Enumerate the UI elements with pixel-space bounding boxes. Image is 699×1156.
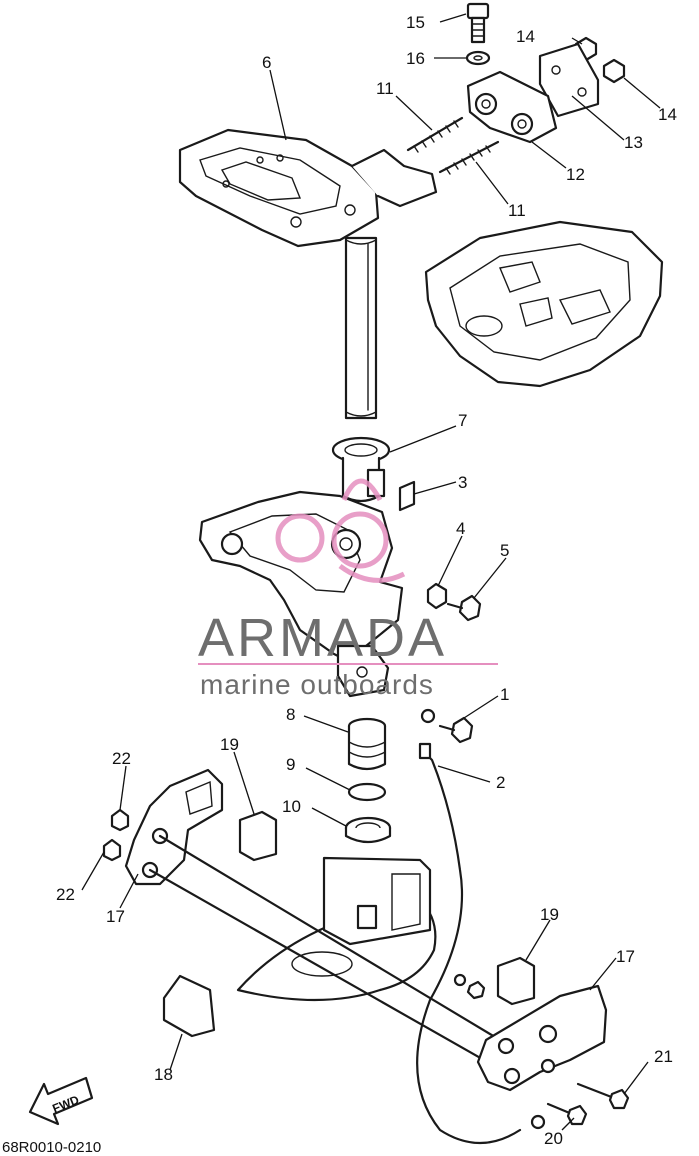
watermark-brand: ARMADA — [198, 608, 447, 668]
armada-watermark: ARMADA marine outboards — [198, 478, 498, 700]
callout-8: 8 — [286, 705, 295, 724]
callout-17: 17 — [106, 907, 125, 926]
callout-2: 2 — [496, 773, 505, 792]
callout-4: 4 — [456, 519, 465, 538]
part-19-pad-a — [238, 810, 278, 862]
part-6-steering-arm — [178, 128, 438, 420]
callout-17: 17 — [616, 947, 635, 966]
part-4-nut — [426, 582, 448, 610]
callout-7: 7 — [458, 411, 467, 430]
callout-22: 22 — [112, 749, 131, 768]
lower-terminal — [453, 973, 486, 1000]
callout-21: 21 — [654, 1047, 673, 1066]
part-15-bolt — [466, 2, 490, 44]
callout-11: 11 — [376, 79, 394, 98]
callout-19: 19 — [220, 735, 239, 754]
part-14-nut-b — [602, 58, 626, 84]
part-18-pad — [162, 974, 216, 1038]
fwd-arrow-icon: FWD — [28, 1076, 94, 1126]
part-21-bolt — [576, 1082, 630, 1110]
part-1-bolt — [420, 708, 474, 744]
part-11-stud-b — [438, 140, 500, 175]
part-17-rods — [148, 834, 514, 1078]
part-9-oring — [347, 782, 387, 802]
diagram-code: 68R0010-0210 — [2, 1139, 101, 1156]
part-22-nut-b — [102, 838, 122, 862]
callout-13: 13 — [624, 133, 643, 152]
part-3-plate — [398, 480, 416, 512]
leader-lines — [81, 13, 661, 1131]
part-7-bushing — [331, 436, 391, 503]
part-11-stud-a — [406, 116, 464, 153]
callout-labels: 15 16 14 14 6 11 13 12 11 7 3 4 5 1 8 2 … — [56, 13, 677, 1148]
callout-3: 3 — [458, 473, 467, 492]
part-12-clamp — [466, 70, 558, 144]
armada-logo-icon — [275, 478, 406, 583]
callout-12: 12 — [566, 165, 585, 184]
part-8-mount — [347, 717, 387, 771]
part-16-washer — [465, 50, 491, 66]
part-10-seal — [344, 816, 392, 844]
callout-20: 20 — [544, 1129, 563, 1148]
callout-18: 18 — [154, 1065, 173, 1084]
part-5-bolt — [446, 594, 482, 622]
callout-10: 10 — [282, 797, 301, 816]
callout-22: 22 — [56, 885, 75, 904]
callout-6: 6 — [262, 53, 271, 72]
callout-19: 19 — [540, 905, 559, 924]
lower-housing — [236, 856, 437, 1002]
callout-5: 5 — [500, 541, 509, 560]
callout-14: 14 — [658, 105, 677, 124]
callout-1: 1 — [500, 685, 509, 704]
callout-11: 11 — [508, 201, 526, 220]
part-22-nut-a — [110, 808, 130, 832]
part-19-pad-b — [496, 956, 536, 1006]
part-20-bolt — [546, 1102, 588, 1126]
upper-casing — [424, 220, 664, 388]
part-17-bracket-right — [476, 984, 608, 1092]
callout-16: 16 — [406, 49, 425, 68]
part-13-bracket-plate — [538, 42, 600, 118]
part-17-bracket-left — [124, 768, 224, 886]
callout-14: 14 — [516, 27, 535, 46]
watermark-tagline: marine outboards — [200, 669, 434, 700]
callout-15: 15 — [406, 13, 425, 32]
part-2-lead-wire — [416, 742, 546, 1145]
callout-9: 9 — [286, 755, 295, 774]
